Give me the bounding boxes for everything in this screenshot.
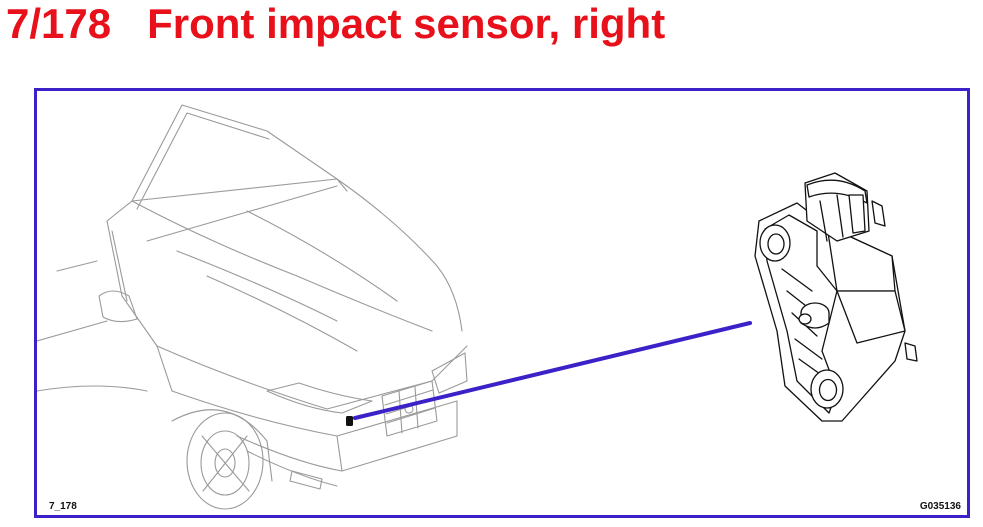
page-title: 7/178 Front impact sensor, right	[6, 0, 665, 48]
figure-number: 7/178	[6, 0, 112, 47]
figure-reference: 7_178	[49, 501, 77, 512]
figure-title: Front impact sensor, right	[147, 0, 666, 47]
diagram-frame: 7_178 G035136	[34, 88, 970, 518]
leader-line	[353, 321, 752, 420]
impact-sensor-drawing	[754, 172, 918, 422]
diagram-canvas	[37, 104, 918, 510]
drawing-code: G035136	[919, 501, 961, 512]
car-line-drawing	[37, 104, 468, 510]
sensor-location-marker	[346, 416, 353, 426]
